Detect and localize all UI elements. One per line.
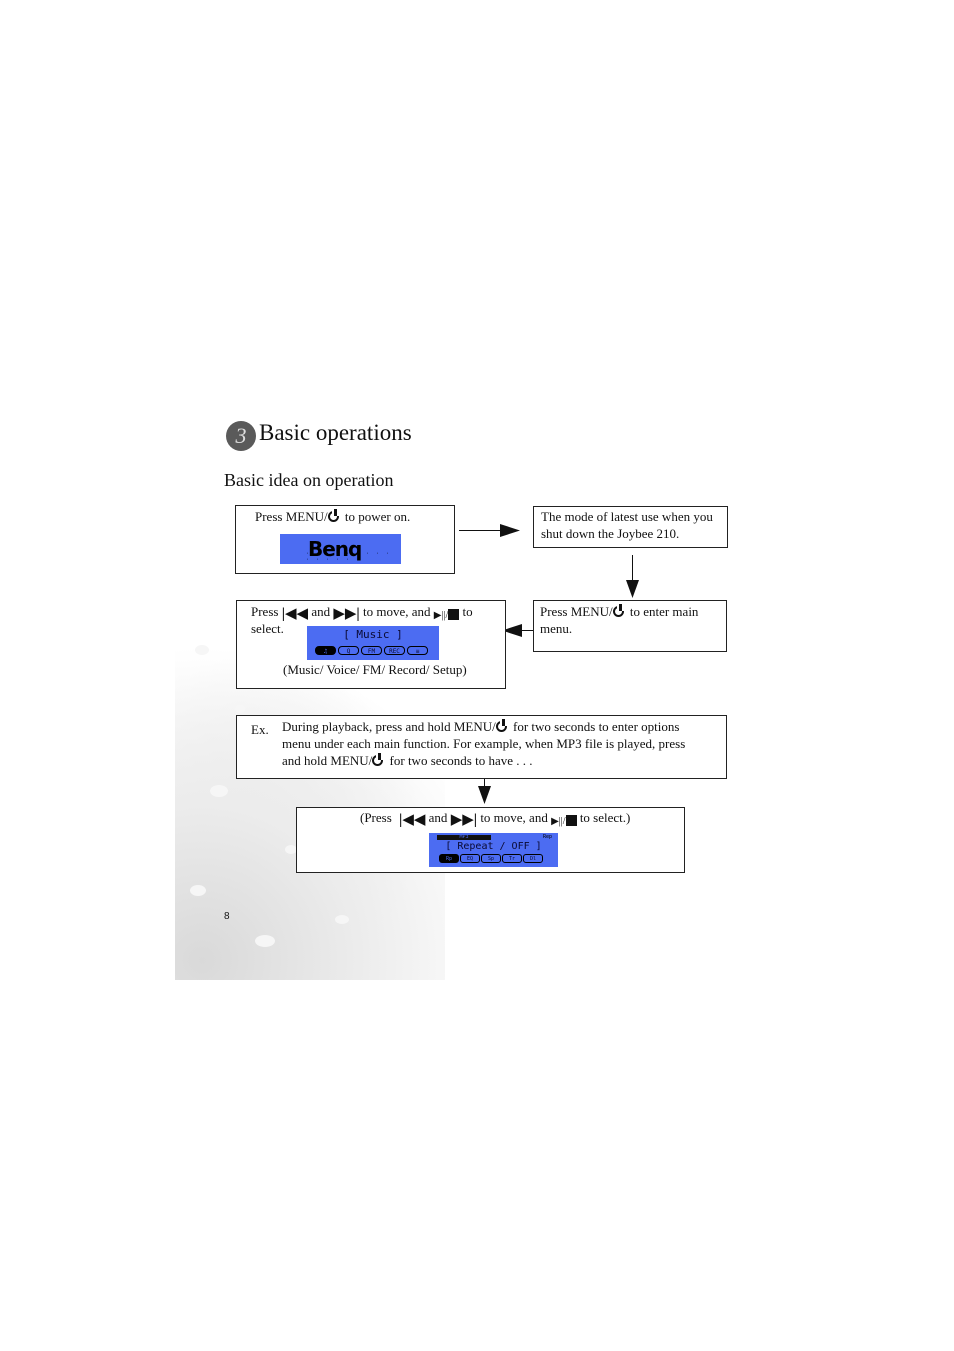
fm-icon: FM (361, 646, 382, 655)
arrow-down-head-1 (626, 580, 639, 598)
main-menu-text: Press MENU/ to enter main menu. (540, 604, 699, 636)
power-icon (495, 719, 507, 732)
lcd-options-screen: MP3 Rep [ Repeat / OFF ] Rp EQ Sp Tr Dl (429, 833, 558, 867)
latest-mode-text: The mode of latest use when you shut dow… (541, 509, 713, 541)
function-list-caption: (Music/ Voice/ FM/ Record/ Setup) (283, 662, 467, 677)
record-icon: REC (384, 646, 405, 655)
delete-icon: Dl (523, 854, 543, 863)
arrow-down-line-1 (632, 555, 633, 585)
lcd-benq-screen: Benq · · · · · · · · · · · · · · · (280, 534, 401, 564)
play-stop-icon: ▶||/ (551, 813, 577, 830)
example-box: Ex. During playback, press and hold MENU… (236, 715, 727, 779)
chapter-number-badge: 3 (226, 421, 256, 451)
arrow-down-line-2 (484, 779, 485, 791)
trim-icon: Tr (502, 854, 522, 863)
select-instruction-line2: select. (251, 621, 284, 636)
power-on-text: Press MENU/ to power on. (255, 509, 411, 524)
benq-logo: Benq (308, 537, 362, 561)
arrow-down-head-2 (478, 786, 491, 804)
setup-icon: ≡ (407, 646, 428, 655)
play-stop-icon: ▶||/ (434, 607, 460, 624)
arrow-right-head (500, 524, 520, 537)
speed-icon: Sp (481, 854, 501, 863)
arrow-left-head (502, 624, 522, 637)
power-icon (612, 604, 624, 617)
lcd-status: Rep (542, 834, 552, 840)
example-label: Ex. (251, 722, 269, 737)
power-icon (372, 753, 384, 766)
fast-forward-icon: ▶▶| (450, 812, 478, 828)
select-instruction-line1: Press |◀◀ and ▶▶| to move, and ▶||/ to (251, 604, 473, 624)
page-number: 8 (224, 911, 230, 922)
lcd-main-menu-screen: [ Music ] ♫ Q FM REC ≡ (307, 626, 439, 660)
rewind-icon: |◀◀ (281, 606, 309, 622)
arrow-left-line (515, 630, 533, 631)
voice-icon: Q (338, 646, 359, 655)
latest-mode-box: The mode of latest use when you shut dow… (533, 506, 728, 548)
repeat-icon: Rp (439, 854, 459, 863)
power-icon (327, 509, 339, 522)
lcd-dots: · · · · · · · · · · · · · · · (306, 551, 392, 563)
rewind-icon: |◀◀ (399, 812, 426, 828)
lcd-file-type: MP3 (437, 835, 491, 840)
example-text: During playback, press and hold MENU/ fo… (282, 719, 686, 768)
section-title: Basic idea on operation (224, 470, 394, 490)
options-instruction: (Press |◀◀ and ▶▶| to move, and ▶||/ to … (360, 810, 631, 830)
arrow-right-line (459, 530, 507, 531)
lcd-option-title: [ Repeat / OFF ] (445, 841, 542, 852)
chapter-title: Basic operations (259, 420, 412, 445)
lcd-menu-title: [ Music ] (343, 628, 403, 641)
eq-icon: EQ (460, 854, 480, 863)
fast-forward-icon: ▶▶| (333, 606, 360, 622)
music-icon: ♫ (315, 646, 336, 655)
main-menu-box: Press MENU/ to enter main menu. (533, 600, 727, 652)
